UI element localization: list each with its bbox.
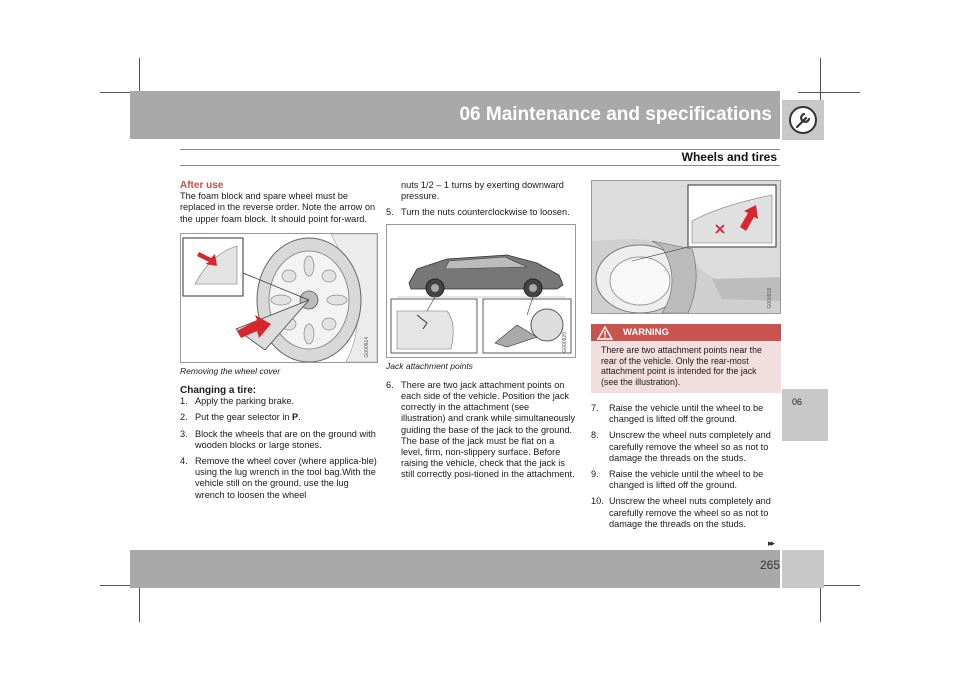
continued-text: nuts 1/2 – 1 turns by exerting downward … bbox=[401, 180, 564, 202]
figure-caption: Jack attachment points bbox=[386, 360, 473, 371]
list-item: 3.Block the wheels that are on the groun… bbox=[180, 428, 376, 450]
figure-code: G000920 bbox=[561, 332, 568, 353]
column-2: nuts 1/2 – 1 turns by exerting downward … bbox=[386, 180, 576, 486]
crop-mark bbox=[820, 58, 821, 120]
crop-mark bbox=[820, 560, 821, 622]
wrench-icon bbox=[789, 106, 817, 134]
chapter-title: 06 Maintenance and specifications bbox=[459, 104, 772, 125]
figure-wheel-cover: G000914 bbox=[180, 232, 378, 363]
figure-code: G000914 bbox=[363, 337, 370, 358]
section-rule bbox=[180, 149, 780, 166]
side-tab-label: 06 bbox=[792, 397, 803, 407]
warning-header: WARNING bbox=[591, 324, 781, 341]
list-item: 4.Remove the wheel cover (where applica-… bbox=[180, 456, 377, 500]
subhead-after-use: After use bbox=[180, 180, 224, 191]
warning-title: WARNING bbox=[623, 327, 669, 338]
list-item: 2.Put the gear selector in P. bbox=[180, 412, 301, 423]
list-item: 8.Unscrew the wheel nuts completely and … bbox=[591, 430, 771, 463]
warning-box: WARNING There are two attachment points … bbox=[591, 324, 781, 393]
steps-list: 1.Apply the parking brake. 2.Put the gea… bbox=[180, 396, 380, 501]
continue-arrows: ▸▸ bbox=[768, 538, 775, 548]
crop-mark bbox=[798, 585, 860, 586]
figure-rear-attachment: G000918 bbox=[591, 180, 781, 314]
list-item: 6.There are two jack attachment points o… bbox=[386, 379, 576, 480]
section-title: Wheels and tires bbox=[681, 150, 777, 164]
crop-mark bbox=[139, 560, 140, 622]
header-bar bbox=[130, 91, 780, 139]
gear-position: P bbox=[292, 412, 299, 423]
list-item: 7.Raise the vehicle until the wheel to b… bbox=[591, 403, 764, 425]
chapter-side-tab: 06 bbox=[782, 389, 828, 441]
intro-text: The foam block and spare wheel must be r… bbox=[180, 191, 376, 224]
column-1: After use The foam block and spare wheel… bbox=[180, 180, 380, 506]
list-item: 10.Unscrew the wheel nuts completely and… bbox=[591, 496, 771, 529]
steps-list: 6.There are two jack attachment points o… bbox=[386, 380, 576, 481]
steps-list: 7.Raise the vehicle until the wheel to b… bbox=[591, 403, 781, 530]
page-number: 265 bbox=[759, 558, 780, 572]
footer-bar bbox=[130, 550, 780, 588]
list-item: 5.Turn the nuts counterclockwise to loos… bbox=[386, 207, 570, 218]
warning-text: There are two attachment points near the… bbox=[601, 345, 762, 387]
list-item: 9.Raise the vehicle until the wheel to b… bbox=[591, 469, 764, 491]
warning-triangle-icon bbox=[597, 326, 613, 340]
figure-jack-points: G000920 bbox=[386, 223, 576, 358]
list-item: 1.Apply the parking brake. bbox=[180, 396, 295, 407]
crop-mark bbox=[139, 58, 140, 120]
footer-box bbox=[782, 550, 824, 588]
figure-caption: Removing the wheel cover bbox=[180, 365, 281, 376]
figure-code: G000918 bbox=[766, 288, 773, 309]
crop-mark bbox=[798, 92, 860, 93]
column-3: G000918 WARNING There are two attachment… bbox=[591, 180, 781, 535]
heading-changing-tire: Changing a tire: bbox=[180, 385, 257, 397]
chapter-icon-box bbox=[782, 100, 824, 140]
steps-list: 5.Turn the nuts counterclockwise to loos… bbox=[386, 207, 576, 218]
